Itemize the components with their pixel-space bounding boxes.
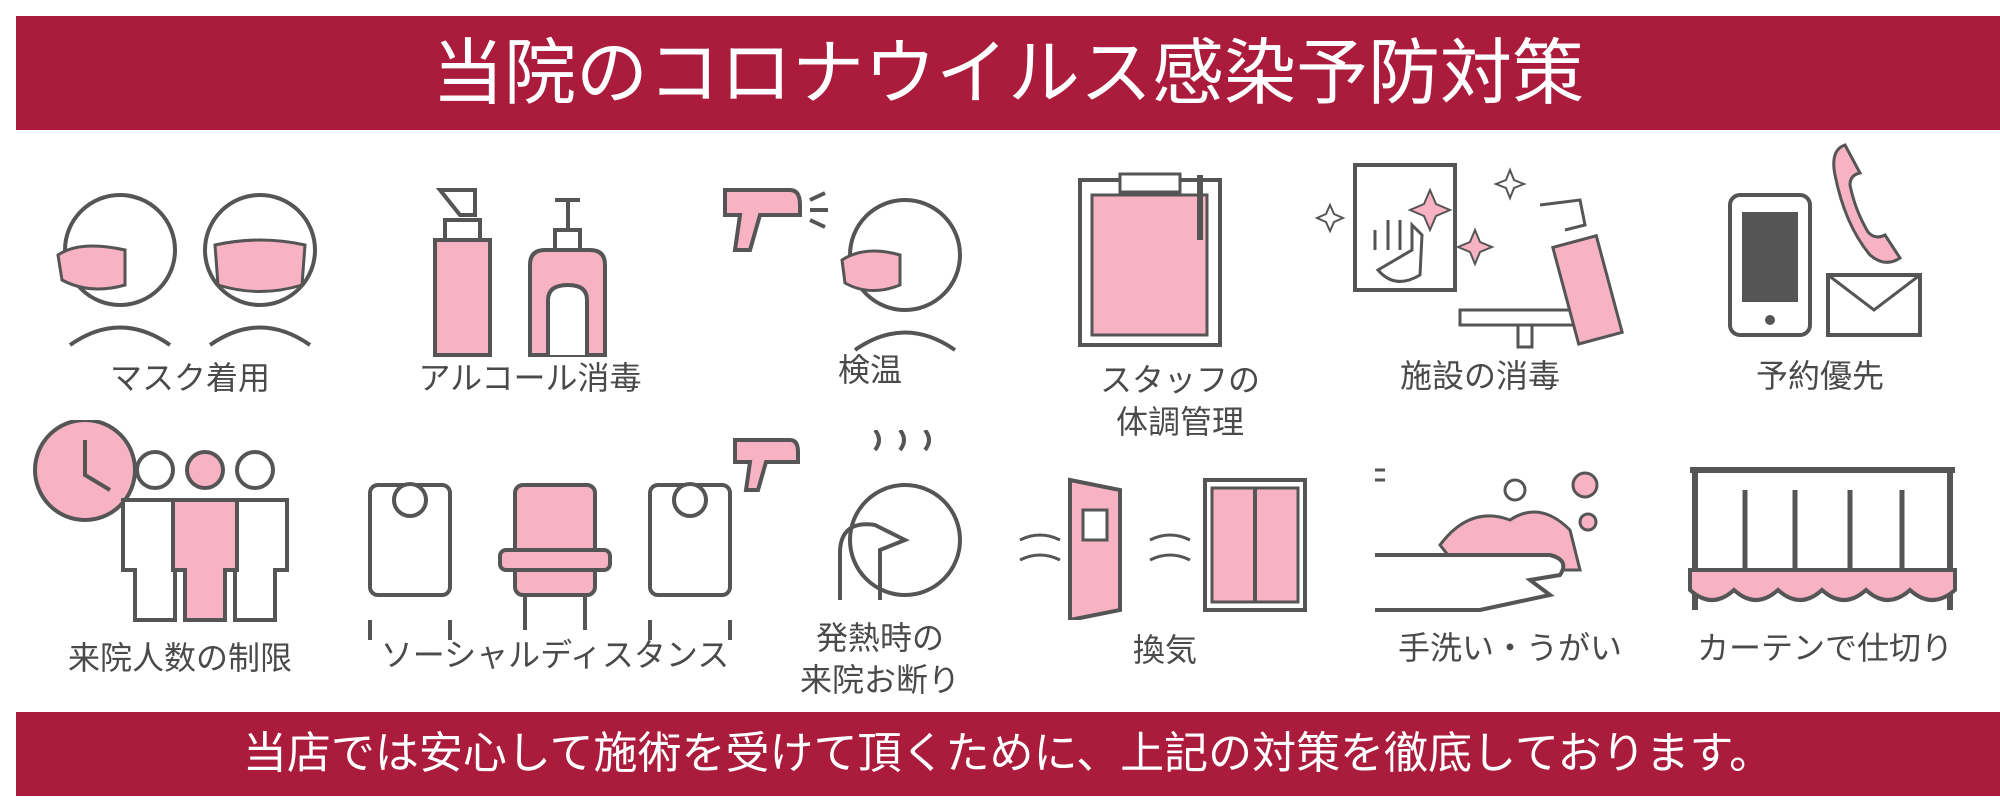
fever-icon — [733, 430, 962, 600]
item-label: カーテンで仕切り — [1696, 629, 1953, 667]
item-fever-refusal: 発熱時の 来院お断り — [730, 430, 1030, 700]
item-label: 換気 — [1132, 631, 1197, 669]
chairs-icon — [368, 482, 732, 640]
item-label: マスク着用 — [109, 359, 270, 397]
cleaning-icon — [1314, 163, 1624, 349]
item-label-2: 体調管理 — [1115, 403, 1244, 441]
alcohol-spray-icon — [433, 188, 607, 357]
item-ventilation: 換気 — [1000, 470, 1330, 690]
item-label: 発熱時の — [815, 619, 944, 657]
curtain-icon — [1688, 467, 1957, 610]
item-alcohol: アルコール消毒 — [380, 180, 680, 410]
item-label: スタッフの — [1099, 361, 1260, 399]
item-label-2: 来院お断り — [799, 661, 960, 699]
item-label: 施設の消毒 — [1399, 357, 1560, 395]
item-label: 予約優先 — [1755, 357, 1884, 395]
mask-icon — [56, 193, 317, 347]
ventilation-icon — [1019, 477, 1307, 620]
item-facility-disinfection: 施設の消毒 — [1310, 160, 1650, 400]
item-mask: マスク着用 — [40, 180, 340, 410]
item-handwash: 手洗い・うがい — [1350, 460, 1670, 690]
clock-people-icon — [33, 420, 289, 622]
item-temperature: 検温 — [720, 175, 1020, 405]
item-visitor-limit: 来院人数の制限 — [15, 420, 345, 690]
item-label: 検温 — [837, 351, 902, 389]
item-curtain: カーテンで仕切り — [1670, 460, 1980, 690]
footer-message: 当店では安心して施術を受けて頂くために、上記の対策を徹底しております。 — [16, 712, 2000, 796]
clipboard-icon — [1078, 172, 1222, 347]
item-staff-health: スタッフの 体調管理 — [1030, 170, 1330, 441]
item-social-distance: ソーシャルディスタンス — [350, 470, 760, 700]
item-label: ソーシャルディスタンス — [380, 636, 730, 674]
page-title: 当院のコロナウイルス感染予防対策 — [16, 16, 2000, 130]
item-label: 来院人数の制限 — [67, 639, 292, 677]
thermometer-icon — [723, 188, 962, 352]
item-reservation: 予約優先 — [1670, 140, 1970, 400]
item-label: アルコール消毒 — [418, 359, 642, 397]
item-label: 手洗い・うがい — [1397, 629, 1622, 667]
phone-mail-icon — [1728, 143, 1922, 337]
handwash-icon — [1375, 468, 1599, 612]
